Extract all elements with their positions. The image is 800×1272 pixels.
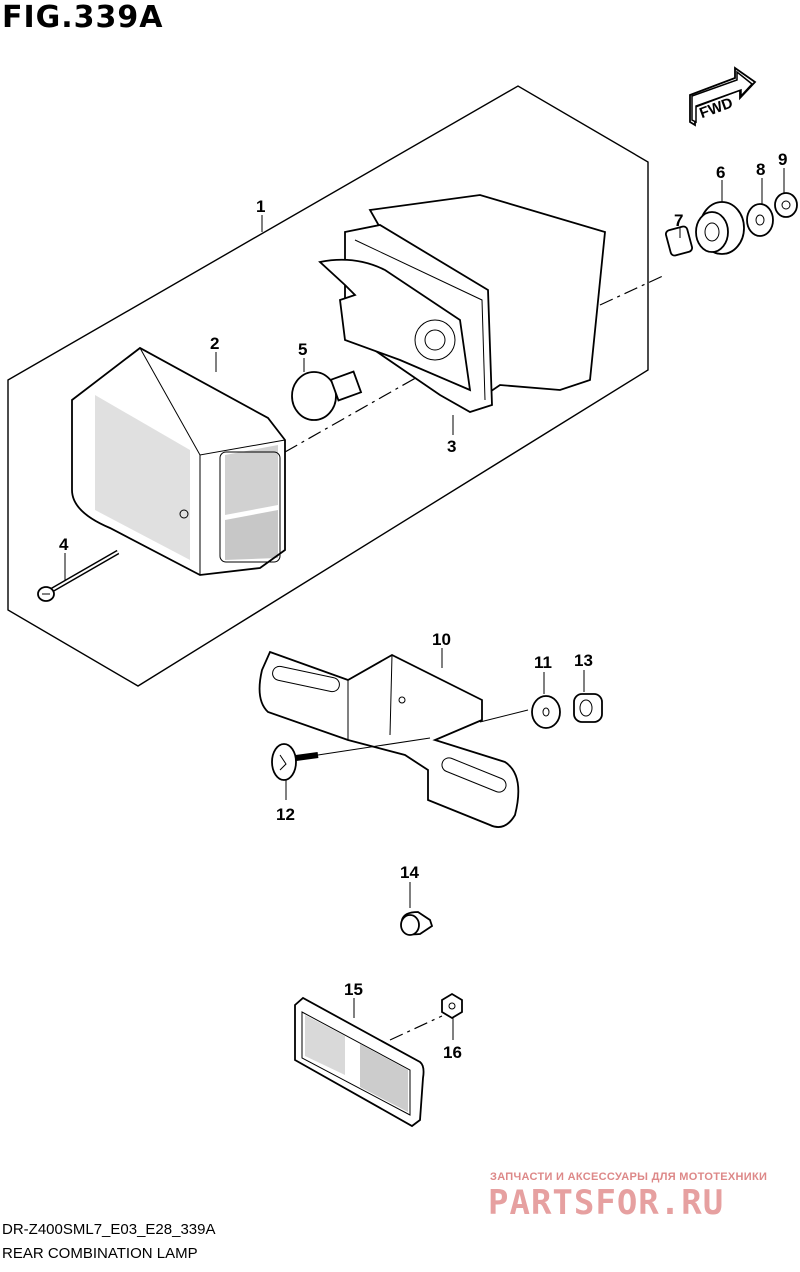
callout-13: 13	[574, 651, 593, 670]
part-13-nut	[573, 693, 603, 723]
callout-14: 14	[400, 863, 419, 882]
callout-6: 6	[716, 163, 725, 182]
callout-2: 2	[210, 334, 219, 353]
part-5-bulb	[291, 370, 363, 421]
callout-3: 3	[447, 437, 456, 456]
callout-12: 12	[276, 805, 295, 824]
centerline-housing	[599, 274, 666, 306]
centerline-reflector	[389, 1015, 443, 1041]
part-10-bracket	[258, 650, 520, 828]
part-9-nut	[774, 192, 798, 218]
callout-1: 1	[256, 197, 265, 216]
part-11-washer	[531, 695, 561, 729]
part-15-reflector	[294, 996, 425, 1128]
callout-16: 16	[443, 1043, 462, 1062]
callout-9: 9	[778, 150, 787, 169]
callout-10: 10	[432, 630, 451, 649]
callout-7: 7	[674, 211, 683, 230]
part-2-lens	[71, 346, 286, 576]
assembly-boundary	[7, 85, 649, 687]
part-6-grommet	[695, 201, 745, 255]
leader-bolt	[317, 737, 431, 756]
callout-8: 8	[756, 160, 765, 179]
figure-title: FIG.339A	[2, 0, 164, 35]
figure-code: DR-Z400SML7_E03_E28_339A	[2, 1221, 216, 1238]
watermark-logo: PARTSFOR.RU	[488, 1183, 725, 1223]
callout-11: 11	[534, 653, 552, 672]
callout-4: 4	[59, 535, 69, 554]
part-3-housing	[318, 194, 606, 413]
fwd-arrow: FWD	[689, 66, 757, 127]
part-4-screw	[37, 549, 120, 602]
part-16-nut	[441, 992, 463, 1020]
part-12-bolt	[271, 743, 319, 781]
part-7-collar	[665, 225, 693, 257]
callout-5: 5	[298, 340, 307, 359]
watermark-tagline: ЗАПЧАСТИ И АКСЕССУАРЫ ДЛЯ МОТОТЕХНИКИ	[490, 1171, 768, 1183]
leader-bracket-washer	[479, 709, 529, 723]
part-8-washer	[746, 203, 774, 237]
part-14-clip	[400, 911, 434, 936]
figure-description: REAR COMBINATION LAMP	[2, 1245, 198, 1262]
callout-15: 15	[344, 980, 363, 999]
